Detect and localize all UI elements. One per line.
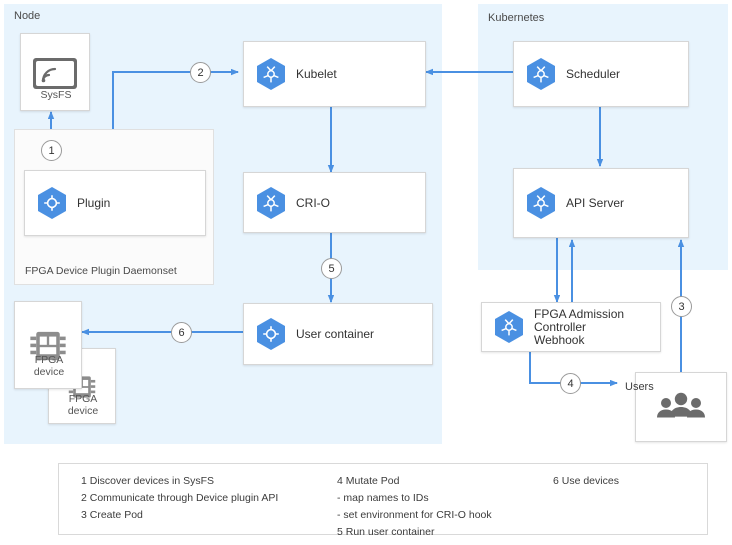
node-crio[interactable]: CRI-O [243, 172, 426, 233]
node-api-server[interactable]: API Server [513, 168, 689, 238]
badge-5: 5 [321, 258, 342, 279]
fpga-line-1: FPGA [34, 354, 64, 366]
node-sysfs-label: SysFS [40, 89, 72, 101]
hex-k8s-icon [492, 310, 526, 344]
panel-caption: FPGA Device Plugin Daemonset [25, 265, 177, 277]
node-fpga-device-1-label: FPGA device [15, 354, 83, 378]
fpga-line-2: device [33, 366, 65, 378]
node-api-server-label: API Server [566, 196, 625, 210]
hex-k8s-icon [254, 186, 288, 220]
node-fpga-device-2-label: FPGA device [49, 393, 117, 417]
badge-1: 1 [41, 140, 62, 161]
region-kubernetes-label: Kubernetes [488, 12, 545, 24]
legend-item: 6 Use devices [553, 475, 619, 487]
node-plugin[interactable]: Plugin [24, 170, 206, 236]
hex-k8s-icon [254, 57, 288, 91]
node-plugin-label: Plugin [77, 196, 111, 210]
node-crio-label: CRI-O [296, 195, 330, 210]
badge-3: 3 [671, 296, 692, 317]
legend-column-2: 4 Mutate Pod - map names to IDs - set en… [337, 473, 492, 541]
webhook-line-1: FPGA Admission [534, 306, 625, 321]
node-scheduler[interactable]: Scheduler [513, 41, 689, 107]
node-scheduler-label: Scheduler [566, 67, 621, 81]
webhook-line-2: Controller [534, 319, 587, 334]
region-node-label: Node [14, 10, 41, 22]
node-users[interactable] [635, 372, 727, 442]
node-user-container-label: User container [296, 327, 375, 341]
node-webhook-label: FPGA Admission Controller Webhook [534, 306, 625, 347]
node-fpga-device-1[interactable]: FPGA device [14, 301, 82, 389]
fpga-line-2: device [67, 405, 99, 417]
legend-item: 3 Create Pod [81, 509, 143, 521]
badge-4: 4 [560, 373, 581, 394]
users-icon [657, 392, 705, 418]
legend-column-3: 6 Use devices [553, 473, 619, 490]
node-users-label: Users [625, 381, 654, 393]
hex-k8s-icon [524, 186, 558, 220]
fpga-line-1: FPGA [68, 393, 98, 405]
legend-item: 5 Run user container [337, 526, 435, 538]
hex-plugin-icon [35, 186, 69, 220]
node-sysfs[interactable]: SysFS [20, 33, 90, 111]
badge-6: 6 [171, 322, 192, 343]
node-fpga-admission-controller-webhook[interactable]: FPGA Admission Controller Webhook [481, 302, 661, 352]
node-kubelet-label: Kubelet [296, 67, 337, 81]
node-kubelet[interactable]: Kubelet [243, 41, 426, 107]
legend: 1 Discover devices in SysFS 2 Communicat… [58, 463, 708, 538]
hex-plugin-icon [254, 317, 288, 351]
legend-item: 4 Mutate Pod [337, 475, 400, 487]
legend-column-1: 1 Discover devices in SysFS 2 Communicat… [81, 473, 278, 524]
webhook-line-3: Webhook [534, 332, 585, 347]
node-user-container[interactable]: User container [243, 303, 433, 365]
legend-item: - set environment for CRI-O hook [337, 509, 492, 521]
sysfs-device-icon [33, 58, 77, 89]
hex-k8s-icon [524, 57, 558, 91]
fpga-chip-icon [30, 331, 66, 361]
legend-item: - map names to IDs [337, 492, 429, 504]
badge-2: 2 [190, 62, 211, 83]
legend-item: 2 Communicate through Device plugin API [81, 492, 279, 504]
legend-item: 1 Discover devices in SysFS [81, 475, 215, 487]
